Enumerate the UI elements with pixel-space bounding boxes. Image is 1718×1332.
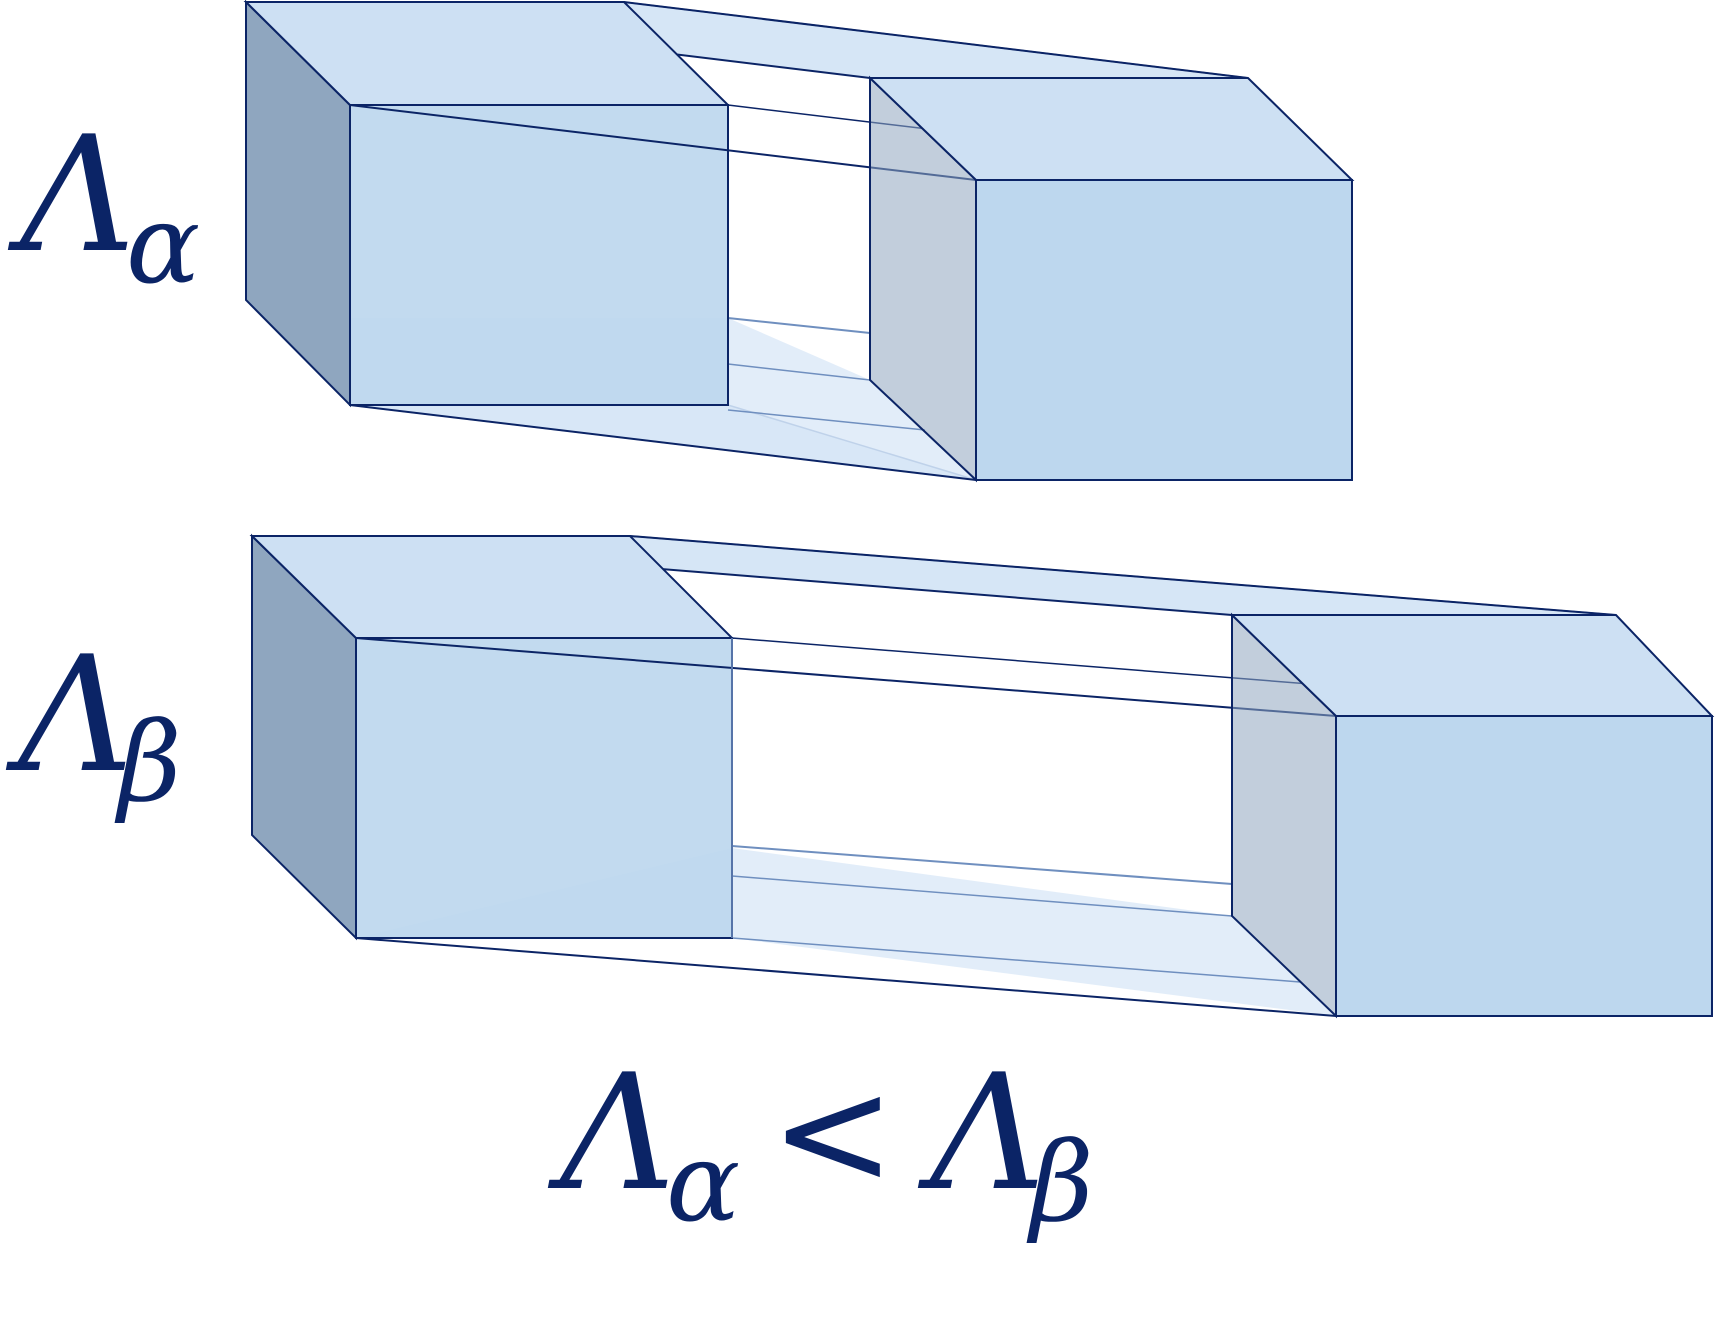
relation-left-sub: α bbox=[666, 1118, 740, 1246]
label-alpha-main: Λ bbox=[7, 101, 136, 288]
alpha-right-box-front bbox=[975, 179, 1353, 481]
alpha-assembly bbox=[243, 0, 1355, 483]
relation-left-main: Λ bbox=[547, 1039, 676, 1226]
alpha-left-box-front bbox=[349, 104, 729, 406]
label-alpha: Λ α bbox=[7, 101, 200, 308]
beta-left-box-front bbox=[355, 637, 733, 939]
relation-right-main: Λ bbox=[917, 1039, 1046, 1226]
relation-operator: < bbox=[770, 1046, 896, 1220]
beta-right-box-front bbox=[1335, 715, 1713, 1017]
label-alpha-sub: α bbox=[126, 180, 200, 308]
beta-assembly bbox=[249, 533, 1715, 1019]
label-beta-main: Λ bbox=[5, 621, 134, 808]
relation-label: Λ α < Λ β bbox=[547, 1039, 1094, 1246]
label-beta: Λ β bbox=[5, 621, 182, 826]
relation-right-sub: β bbox=[1026, 1118, 1094, 1246]
label-beta-sub: β bbox=[114, 698, 182, 826]
